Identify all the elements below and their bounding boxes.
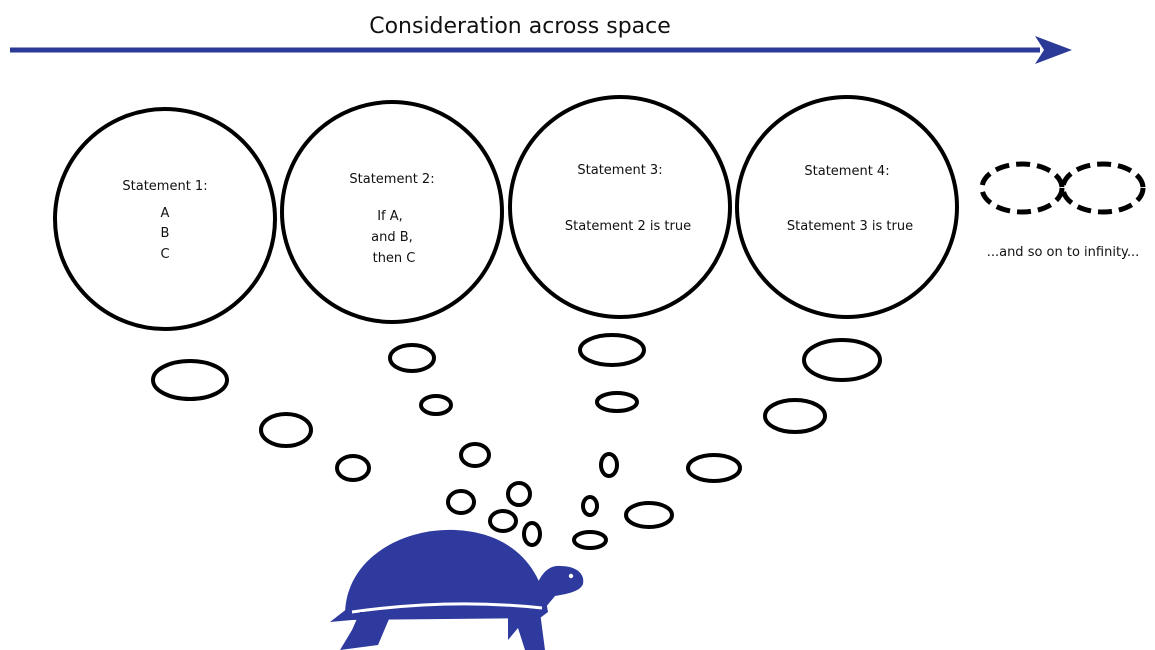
statement-1-line-1: A [161,206,170,221]
direction-arrow [10,36,1072,64]
statement-1-line-2: B [161,226,170,241]
statement-2-line-1: If A, [377,209,403,224]
statement-1-line-3: C [160,247,169,262]
turtle-eye-icon [568,573,574,579]
statement-circle-4: Statement 4: Statement 3 is true [735,95,959,319]
statement-2-line-2: and B, [371,230,413,245]
diagram-title: Consideration across space [369,14,671,39]
statement-2-line-3: then C [373,251,416,266]
statement-circle-2: Statement 2: If A, and B, then C [280,100,504,324]
statement-1-heading: Statement 1: [122,179,207,194]
statement-circle-3: Statement 3: Statement 2 is true [508,95,732,319]
statement-3-line-1: Statement 2 is true [565,219,691,234]
statement-3-heading: Statement 3: [577,163,662,178]
statement-circle-1: Statement 1: A B C [53,107,277,331]
thought-bubbles [151,333,882,550]
statement-4-heading: Statement 4: [804,164,889,179]
infinity-caption: ...and so on to infinity... [987,245,1140,260]
statement-4-line-1: Statement 3 is true [787,219,913,234]
turtle-icon [330,529,584,650]
statement-2-heading: Statement 2: [349,172,434,187]
infinity-dashed-icon [979,161,1146,215]
